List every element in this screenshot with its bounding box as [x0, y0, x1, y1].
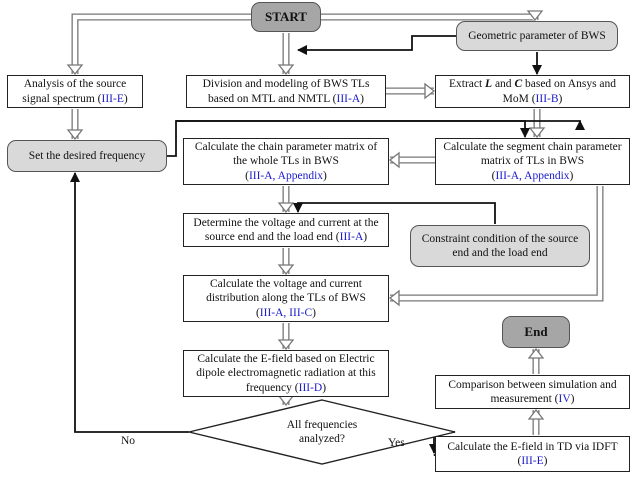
- arrow-distribution-to-efield-head: [277, 339, 295, 351]
- segment-line3-end: ): [569, 169, 574, 182]
- extract-lc-box: Extract L and C based on Ansys and MoM (…: [435, 75, 630, 108]
- chain-whole-ref: III-A, Appendix: [248, 169, 324, 182]
- arrow-division-to-extract-head: [424, 82, 436, 100]
- efield-line2: dipole electromagnetic radiation at this: [196, 367, 376, 380]
- division-modeling-box: Division and modeling of BWS TLs based o…: [186, 75, 386, 108]
- chain-whole-line1: Calculate the chain parameter matrix of: [194, 141, 378, 154]
- comparison-line1: Comparison between simulation and: [448, 378, 617, 391]
- comparison-line2: measurement (: [490, 393, 559, 405]
- chain-matrix-whole-box: Calculate the chain parameter matrix of …: [183, 138, 389, 185]
- decision-text: All frequencies analyzed?: [250, 414, 394, 450]
- distribution-ref: III-A, III-C: [259, 306, 313, 319]
- arrow-constraint-to-voltage: [293, 202, 496, 224]
- arrow-segment-to-distribution-inner: [390, 186, 603, 301]
- voltage-current-distribution-box: Calculate the voltage and current distri…: [183, 275, 389, 322]
- analysis-line1: Analysis of the source: [23, 78, 127, 91]
- start-label: START: [265, 9, 307, 25]
- arrow-start-to-analysis-inner: [72, 14, 251, 74]
- voltage-ends-line2: source end and the load end (: [204, 231, 340, 243]
- distribution-line3-start: (: [255, 306, 260, 319]
- arrow-start-to-division-head: [277, 64, 295, 76]
- comparison-line2-end: ): [570, 393, 575, 405]
- extract-L: L: [485, 78, 493, 91]
- voltage-ends-line2-end: ): [363, 231, 368, 243]
- extract-ref: III-B: [535, 92, 559, 105]
- division-line2: based on MTL and NMTL (: [208, 92, 337, 105]
- decision-line1: All frequencies: [286, 418, 358, 431]
- yes-label: Yes: [388, 437, 405, 449]
- extract-line2: MoM (: [502, 92, 536, 105]
- arrow-extract-to-segment-head: [528, 127, 546, 139]
- voltage-ends-ref: III-A: [339, 231, 364, 243]
- chain-whole-line2: the whole TLs in BWS: [233, 155, 339, 168]
- set-desired-frequency-label: Set the desired frequency: [28, 149, 146, 162]
- efield-ref: III-D: [298, 381, 323, 394]
- end-label: End: [524, 324, 548, 340]
- connectors: [66, 10, 604, 460]
- efield-dipole-box: Calculate the E-field based on Electric …: [183, 350, 389, 397]
- efield-td-idft-box: Calculate the E-field in TD via IDFT (II…: [435, 436, 630, 472]
- arrow-segment-to-chain-whole-head: [388, 151, 400, 169]
- td-ref: III-E: [521, 455, 544, 467]
- decision-diamond: [188, 399, 456, 465]
- arrow-voltage-to-distribution-head: [277, 264, 295, 276]
- segment-ref: III-A, Appendix: [495, 169, 570, 182]
- decision-line2: analyzed?: [299, 433, 345, 445]
- segment-line3-start: (: [491, 169, 496, 182]
- chain-whole-line3-start: (: [245, 169, 249, 182]
- arrow-start-to-analysis-outer: [71, 13, 251, 74]
- segment-line1: Calculate the segment chain parameter: [443, 141, 622, 154]
- distribution-line1: Calculate the voltage and current: [209, 278, 362, 291]
- comparison-ref: IV: [558, 393, 571, 405]
- analysis-line2-end: ): [123, 92, 128, 105]
- comparison-box: Comparison between simulation and measur…: [435, 375, 630, 409]
- arrow-segment-to-distribution-head: [388, 289, 400, 307]
- distribution-line3-end: ): [312, 306, 317, 319]
- constraint-condition-box: Constraint condition of the source end a…: [410, 225, 590, 267]
- division-ref: III-A: [336, 92, 361, 105]
- geometric-parameter-box: Geometric parameter of BWS: [456, 21, 618, 51]
- no-label: No: [121, 435, 136, 447]
- division-line2-end: ): [360, 92, 364, 105]
- arrow-analysis-to-desired-head: [66, 129, 84, 141]
- analysis-ref: III-E: [101, 92, 124, 105]
- td-line2-end: ): [543, 455, 548, 467]
- constraint-line2: end and the load end: [452, 247, 548, 259]
- arrow-efield-to-decision-head: [277, 395, 295, 407]
- td-line1: Calculate the E-field in TD via IDFT: [447, 440, 618, 453]
- td-line2-start: (: [517, 455, 522, 467]
- analysis-line2: signal spectrum (: [22, 92, 102, 105]
- segment-chain-matrix-box: Calculate the segment chain parameter ma…: [435, 138, 630, 185]
- voltage-ends-line1: Determine the voltage and current at the: [193, 216, 379, 229]
- division-line1: Division and modeling of BWS TLs: [202, 78, 370, 91]
- distribution-line2: distribution along the TLs of BWS: [206, 292, 366, 305]
- extract-C: C: [514, 78, 523, 91]
- arrow-start-to-geometric-head: [526, 10, 544, 22]
- arrow-start-to-analysis-head: [66, 64, 84, 76]
- end-terminal: End: [502, 316, 570, 348]
- arrow-desired-to-segment: [176, 120, 530, 138]
- extract-and: and: [492, 78, 515, 91]
- extract-line2-end: ): [558, 92, 563, 105]
- arrow-chain-whole-to-voltage-head: [277, 202, 295, 214]
- arrow-td-to-comparison-head: [527, 408, 545, 420]
- efield-line1: Calculate the E-field based on Electric: [197, 353, 375, 366]
- start-terminal: START: [251, 2, 321, 32]
- analysis-source-spectrum-box: Analysis of the source signal spectrum (…: [7, 75, 143, 108]
- efield-line3-end: ): [322, 381, 327, 394]
- extract-suffix: based on Ansys and: [522, 78, 617, 91]
- arrow-geometric-to-division: [297, 35, 456, 55]
- arrow-no-to-desired: [70, 172, 189, 433]
- voltage-current-ends-box: Determine the voltage and current at the…: [183, 213, 389, 247]
- set-desired-frequency-box: Set the desired frequency: [7, 140, 167, 172]
- arrow-comparison-to-end-head: [527, 347, 545, 359]
- geometric-parameter-label: Geometric parameter of BWS: [468, 29, 606, 42]
- efield-line3: frequency (: [245, 381, 299, 394]
- chain-whole-line3-end: ): [323, 169, 327, 182]
- segment-line2: matrix of TLs in BWS: [480, 155, 585, 168]
- constraint-line1: Constraint condition of the source: [421, 232, 579, 245]
- extract-prefix: Extract: [448, 78, 486, 91]
